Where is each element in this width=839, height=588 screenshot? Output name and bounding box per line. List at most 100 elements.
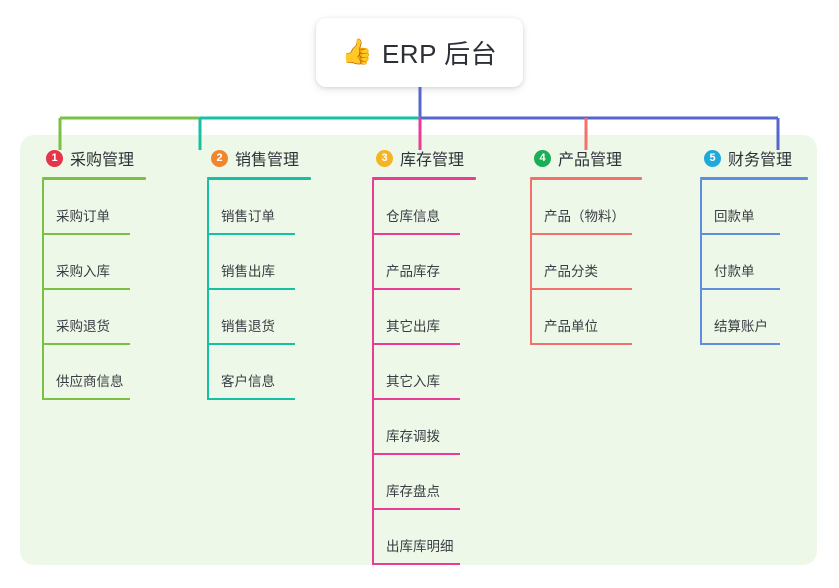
leaf-node-label: 其它出库: [386, 319, 440, 334]
leaf-node-label: 仓库信息: [386, 209, 440, 224]
branch-header-rule: [700, 177, 808, 180]
leaf-node[interactable]: 付款单: [700, 235, 808, 290]
leaf-node-label: 结算账户: [714, 319, 768, 334]
leaf-node[interactable]: 其它出库: [372, 290, 476, 345]
leaf-node-label: 库存盘点: [386, 484, 440, 499]
leaf-node-label: 采购退货: [56, 319, 110, 334]
leaf-node-label: 产品库存: [386, 264, 440, 279]
leaf-node-label: 出库库明细: [386, 539, 454, 554]
branch-column-3: 3 库存管理仓库信息产品库存其它出库其它入库库存调拨库存盘点出库库明细: [372, 145, 476, 565]
leaf-node[interactable]: 采购入库: [42, 235, 146, 290]
leaf-node-label: 回款单: [714, 209, 755, 224]
leaf-node[interactable]: 采购退货: [42, 290, 146, 345]
root-node-card[interactable]: 👍 ERP 后台: [316, 18, 523, 87]
branch-column-2: 2 销售管理销售订单销售出库销售退货客户信息: [207, 145, 311, 400]
branch-header-5[interactable]: 5 财务管理: [700, 145, 808, 171]
branch-header-2[interactable]: 2 销售管理: [207, 145, 311, 171]
branch-number-badge: 5: [704, 149, 721, 167]
branch-title: 产品管理: [558, 152, 623, 169]
leaf-node-label: 销售退货: [221, 319, 275, 334]
leaf-node-rule: [372, 453, 460, 455]
branch-spine: [700, 180, 702, 345]
leaf-node-label: 付款单: [714, 264, 755, 279]
leaf-node-label: 采购入库: [56, 264, 110, 279]
leaf-node[interactable]: 销售出库: [207, 235, 311, 290]
branch-title: 库存管理: [400, 152, 465, 169]
leaf-node[interactable]: 产品（物料）: [530, 180, 642, 235]
leaf-node-label: 采购订单: [56, 209, 110, 224]
leaf-node[interactable]: 仓库信息: [372, 180, 476, 235]
leaf-node-rule: [42, 343, 130, 345]
leaf-node-label: 销售出库: [221, 264, 275, 279]
branch-number-badge: 2: [211, 149, 228, 167]
leaf-node-rule: [530, 343, 632, 345]
leaf-node-rule: [372, 508, 460, 510]
leaf-node[interactable]: 其它入库: [372, 345, 476, 400]
leaf-node-label: 其它入库: [386, 374, 440, 389]
thumbs-up-icon: 👍: [341, 38, 373, 66]
leaf-node-rule: [42, 288, 130, 290]
leaf-node[interactable]: 出库库明细: [372, 510, 476, 565]
diagram-panel: [20, 135, 817, 565]
branch-spine: [42, 180, 44, 400]
leaf-node[interactable]: 库存盘点: [372, 455, 476, 510]
leaf-node[interactable]: 产品库存: [372, 235, 476, 290]
branch-header-rule: [207, 177, 311, 180]
branch-number-badge: 3: [376, 149, 393, 167]
leaf-node-label: 供应商信息: [56, 374, 124, 389]
leaf-node-rule: [372, 398, 460, 400]
branch-header-rule: [530, 177, 642, 180]
branch-spine: [372, 180, 374, 565]
branch-spine: [207, 180, 209, 400]
leaf-node[interactable]: 结算账户: [700, 290, 808, 345]
leaf-node-label: 客户信息: [221, 374, 275, 389]
leaf-node-rule: [207, 233, 295, 235]
leaf-node[interactable]: 销售退货: [207, 290, 311, 345]
leaf-node-rule: [207, 343, 295, 345]
leaf-node-label: 产品单位: [544, 319, 598, 334]
leaf-node-rule: [207, 288, 295, 290]
root-node-label: ERP 后台: [381, 39, 498, 69]
branch-column-4: 4 产品管理产品（物料） 产品分类产品单位: [530, 145, 642, 345]
leaf-node[interactable]: 产品分类: [530, 235, 642, 290]
leaf-node[interactable]: 产品单位: [530, 290, 642, 345]
branch-number-badge: 4: [534, 149, 551, 167]
leaf-node[interactable]: 回款单: [700, 180, 808, 235]
leaf-node[interactable]: 客户信息: [207, 345, 311, 400]
leaf-node-rule: [372, 343, 460, 345]
leaf-node-rule: [207, 398, 295, 400]
leaf-node-rule: [372, 563, 460, 565]
leaf-node[interactable]: 供应商信息: [42, 345, 146, 400]
leaf-node-rule: [530, 288, 632, 290]
leaf-node-rule: [372, 233, 460, 235]
branch-items: 回款单付款单结算账户: [700, 180, 808, 345]
branch-header-rule: [42, 177, 146, 180]
leaf-node-label: 销售订单: [221, 209, 275, 224]
branch-header-4[interactable]: 4 产品管理: [530, 145, 642, 171]
branch-spine: [530, 180, 532, 345]
branch-title: 财务管理: [728, 152, 793, 169]
leaf-node-rule: [700, 233, 780, 235]
branch-items: 仓库信息产品库存其它出库其它入库库存调拨库存盘点出库库明细: [372, 180, 476, 565]
branch-items: 销售订单销售出库销售退货客户信息: [207, 180, 311, 400]
leaf-node-rule: [42, 233, 130, 235]
branch-title: 销售管理: [235, 152, 300, 169]
branch-number-badge: 1: [46, 149, 63, 167]
branch-items: 产品（物料） 产品分类产品单位: [530, 180, 642, 345]
leaf-node-label: 产品分类: [544, 264, 598, 279]
leaf-node-rule: [42, 398, 130, 400]
branch-column-5: 5 财务管理回款单付款单结算账户: [700, 145, 808, 345]
leaf-node-label: 产品（物料）: [544, 209, 625, 224]
branch-header-rule: [372, 177, 476, 180]
leaf-node-rule: [372, 288, 460, 290]
leaf-node-rule: [700, 343, 780, 345]
leaf-node[interactable]: 销售订单: [207, 180, 311, 235]
branch-header-3[interactable]: 3 库存管理: [372, 145, 476, 171]
branch-items: 采购订单采购入库采购退货供应商信息: [42, 180, 146, 400]
leaf-node[interactable]: 库存调拨: [372, 400, 476, 455]
leaf-node-rule: [700, 288, 780, 290]
leaf-node[interactable]: 采购订单: [42, 180, 146, 235]
